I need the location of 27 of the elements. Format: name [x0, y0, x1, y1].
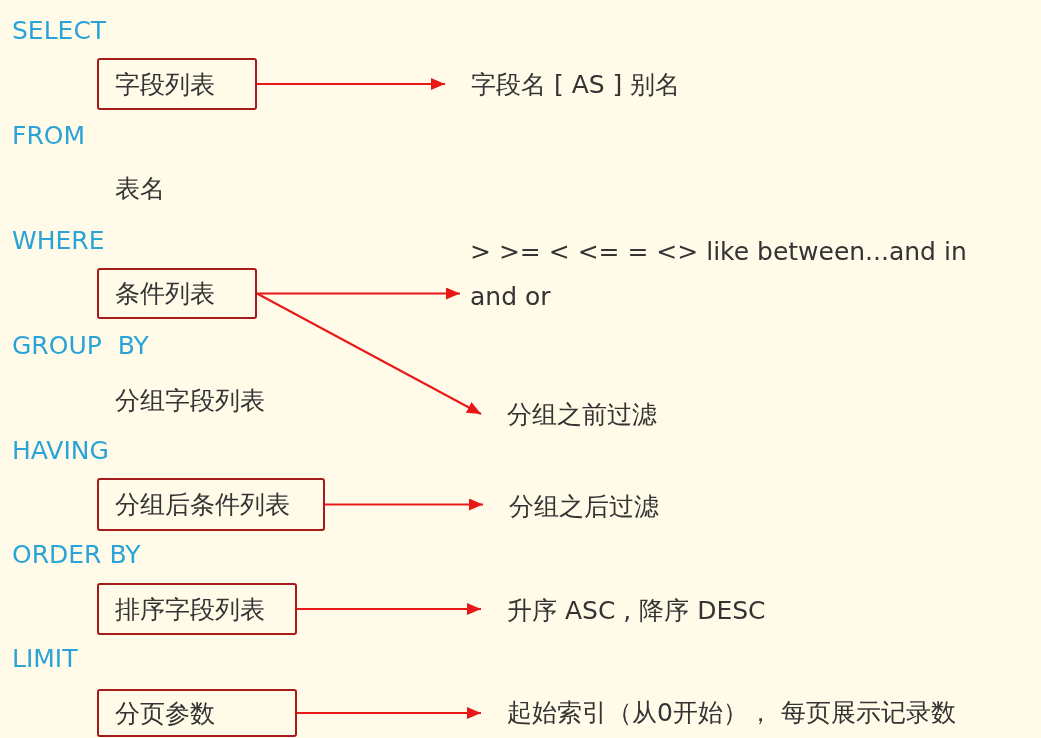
arrow: [256, 287, 461, 300]
sql-clause-box: 字段列表: [97, 58, 257, 110]
arrow: [296, 603, 482, 615]
sql-keyword: FROM: [12, 121, 85, 150]
arrow: [324, 498, 484, 511]
sql-keyword: SELECT: [12, 16, 107, 45]
arrow: [296, 707, 482, 719]
sql-keyword: LIMIT: [12, 644, 78, 673]
condition-text: and or: [470, 282, 552, 311]
sql-clause-box: 排序字段列表: [97, 583, 297, 635]
sql-keyword: ORDER BY: [12, 540, 141, 569]
sql-clause-box: 分组后条件列表: [97, 478, 325, 531]
sql-keyword: WHERE: [12, 226, 105, 255]
description-text: 分组之后过滤: [493, 484, 675, 528]
description-text: 起始索引（从0开始）， 每页展示记录数: [491, 690, 972, 734]
sql-keyword: GROUP BY: [12, 331, 149, 360]
arrow: [256, 78, 446, 90]
arrow: [256, 292, 482, 415]
sql-clause-box: 条件列表: [97, 268, 257, 319]
description-text: 字段名 [ AS ] 别名: [455, 62, 697, 106]
clause-text: 分组字段列表: [115, 385, 265, 417]
condition-text: > >= < <= = <> like between...and in: [470, 237, 967, 266]
sql-clause-box: 分页参数: [97, 689, 297, 737]
description-text: 分组之前过滤: [491, 392, 673, 436]
clause-text: 表名: [115, 173, 165, 205]
sql-keyword: HAVING: [12, 436, 109, 465]
description-text: 升序 ASC , 降序 DESC: [491, 588, 782, 632]
